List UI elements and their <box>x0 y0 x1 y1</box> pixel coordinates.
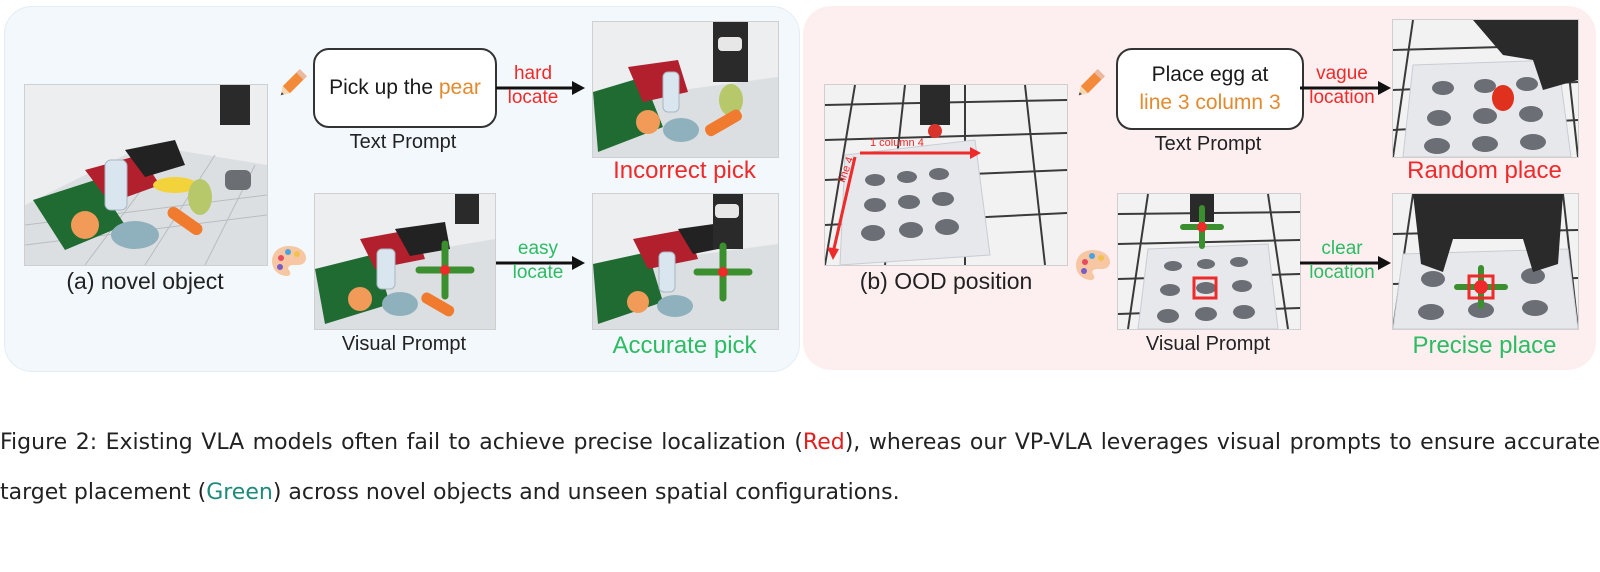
accurate-pick-label: Accurate pick <box>612 332 757 359</box>
top-arrow-label: hard locate <box>498 62 568 110</box>
top-arrow-label-line1: hard <box>513 63 553 84</box>
top-arrow-label-line1: vague <box>1316 63 1368 84</box>
pencil-icon <box>274 66 310 102</box>
bottom-arrow <box>496 256 585 270</box>
panel-b-label: (b) OOD position <box>859 268 1033 294</box>
bottom-arrow-label-line2: location <box>1309 262 1375 283</box>
visual-prompt-photo <box>314 193 496 330</box>
bottom-arrow-label-line2: locate <box>512 262 564 283</box>
text-prompt-caption: Text Prompt <box>349 131 457 153</box>
figure-caption: Figure 2: Existing VLA models often fail… <box>0 418 1600 518</box>
visual-prompt-caption: Visual Prompt <box>1145 333 1271 355</box>
top-arrow-label: vague location <box>1300 62 1384 110</box>
text-prompt-line2: line 3 column 3 <box>1139 91 1281 114</box>
bottom-arrow-label-line1: clear <box>1321 238 1363 259</box>
top-arrow-label-line2: locate <box>507 87 559 108</box>
bottom-arrow-label: clear location <box>1300 237 1384 285</box>
text-prompt-box: Pick up the pear <box>313 48 497 128</box>
novel-object-scene-photo <box>24 84 268 266</box>
random-place-photo <box>1392 19 1579 158</box>
bottom-arrow-label-line1: easy <box>517 238 559 259</box>
text-prompt-box: Place egg at line 3 column 3 <box>1116 48 1304 130</box>
caption-green-word: Green <box>206 480 273 505</box>
text-prompt-line1: Place egg at <box>1151 63 1269 86</box>
caption-text-part2: ), whereas our VP-VLA leverages visual p… <box>0 430 1600 505</box>
palette-icon <box>270 244 308 278</box>
text-prompt-target: pear <box>438 76 481 99</box>
precise-place-photo <box>1392 193 1579 330</box>
random-place-label: Random place <box>1407 157 1562 184</box>
top-arrow-label-line2: location <box>1309 87 1375 108</box>
panel-a-label: (a) novel object <box>66 268 224 294</box>
incorrect-pick-photo <box>592 21 779 158</box>
top-arrow <box>1300 81 1391 95</box>
text-prompt-caption: Text Prompt <box>1154 133 1262 155</box>
ood-position-scene-photo <box>824 84 1068 266</box>
photo-column-annotation: 1 column 4 <box>870 137 924 149</box>
pencil-icon <box>1072 66 1108 102</box>
precise-place-label: Precise place <box>1412 332 1557 359</box>
bottom-arrow-label: easy locate <box>498 237 578 285</box>
bottom-arrow <box>1300 256 1391 270</box>
top-arrow <box>496 81 585 95</box>
text-prompt-content: Pick up the pear <box>329 74 481 102</box>
caption-text-part3: ) across novel objects and unseen spatia… <box>272 480 900 505</box>
caption-red-word: Red <box>802 430 845 455</box>
accurate-pick-photo <box>592 193 779 330</box>
visual-prompt-photo <box>1117 193 1301 330</box>
text-prompt-prefix: Pick up the <box>329 76 439 99</box>
caption-text-part1: Figure 2: Existing VLA models often fail… <box>0 430 803 455</box>
visual-prompt-caption: Visual Prompt <box>341 333 467 355</box>
palette-icon <box>1074 248 1112 282</box>
incorrect-pick-label: Incorrect pick <box>613 157 756 184</box>
